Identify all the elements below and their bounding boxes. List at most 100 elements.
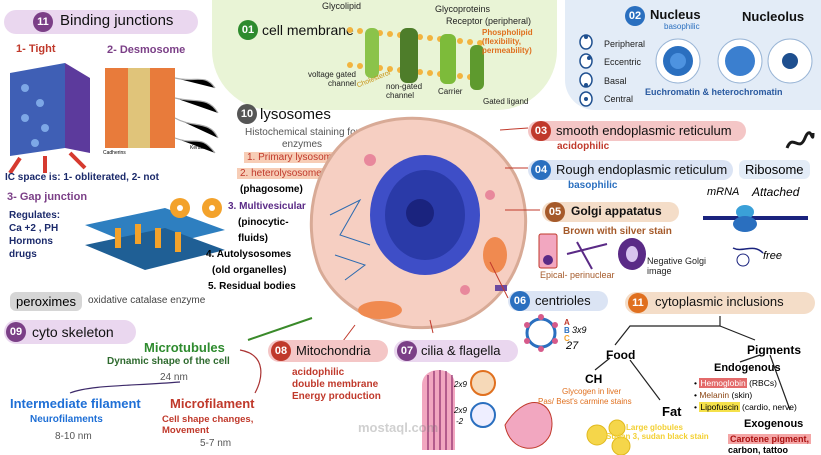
inclusions-glycogen: Glycogen in liver bbox=[562, 387, 622, 396]
golgi-images bbox=[538, 233, 646, 270]
ribosome-free: free bbox=[763, 250, 782, 262]
microtubules-size: 24 nm bbox=[160, 372, 188, 383]
intermediate-filament-size: 8-10 nm bbox=[55, 431, 92, 442]
golgi-epical: Epical- perinuclear bbox=[540, 270, 615, 280]
ribosome-mrna: mRNA bbox=[707, 186, 740, 198]
cilia-formula-2: 2x9 bbox=[454, 406, 467, 415]
inclusions-pigments: Pigments bbox=[747, 343, 802, 357]
centrioles-title: centrioles bbox=[535, 293, 591, 308]
nucleus-central: Central bbox=[604, 94, 634, 104]
ribosome-pill: Ribosome bbox=[739, 160, 810, 179]
nucleolus-title: Nucleolus bbox=[742, 9, 805, 24]
voltage-channel-label: voltage gated channel bbox=[307, 70, 356, 88]
phospholipid-label: Phospholipid (flexibility, permeability) bbox=[482, 28, 533, 55]
drugs-label: drugs bbox=[9, 249, 37, 260]
glycolipid-label: Glycolipid bbox=[322, 1, 362, 11]
lysosome-item-3-note-b: fluids) bbox=[238, 233, 268, 244]
inclusions-ch: CH bbox=[585, 372, 603, 386]
regulates-label: Regulates: bbox=[9, 210, 61, 221]
receptor-label: Receptor (peripheral) bbox=[446, 16, 532, 26]
membrane-number: 01 bbox=[238, 20, 258, 40]
intermediate-filament-desc: Neurofilaments bbox=[30, 414, 103, 425]
membrane-panel bbox=[212, 0, 557, 110]
ser-title: smooth endoplasmic reticulum bbox=[556, 123, 732, 138]
cilia-illustration bbox=[422, 370, 553, 450]
ribosome-title: Ribosome bbox=[745, 162, 804, 177]
inclusions-food: Food bbox=[606, 348, 636, 362]
centriole-illustration bbox=[524, 314, 558, 352]
lysosome-item-1: 1. Primary lysosome bbox=[244, 152, 341, 163]
hormons-label: Hormons bbox=[9, 236, 53, 247]
hemoglobin-label: Hemoglobin bbox=[699, 378, 747, 388]
centrioles-bar bbox=[508, 291, 608, 311]
nucleus-number: 02 bbox=[625, 6, 645, 26]
melanin-note: (skin) bbox=[729, 390, 753, 400]
mitochondria-membrane: double membrane bbox=[292, 379, 379, 390]
rer-sub: basophilic bbox=[568, 180, 618, 191]
tight-label: 1- Tight bbox=[16, 43, 56, 55]
golgi-negative: Negative Golgi image bbox=[647, 256, 707, 276]
gap-junction-label: 3- Gap junction bbox=[7, 191, 88, 203]
nucleus-title: Nucleus bbox=[650, 7, 701, 22]
tight-junction-illustration bbox=[8, 63, 90, 175]
golgi-stain: Brown with silver stain bbox=[563, 226, 672, 237]
ca-ph-label: Ca +2 , PH bbox=[9, 223, 59, 234]
cilia-title: cilia & flagella bbox=[421, 343, 501, 358]
inclusions-carotene: Carotene pigment, bbox=[728, 434, 812, 444]
ser-number: 03 bbox=[531, 121, 551, 141]
inclusions-melanin-row: • Melanin (skin) bbox=[694, 390, 753, 400]
microfilament-size: 5-7 nm bbox=[200, 438, 232, 449]
golgi-number: 05 bbox=[545, 202, 565, 222]
microfilament-desc: Cell shape changes, Movement bbox=[162, 414, 254, 436]
binding-title: Binding junctions bbox=[60, 12, 174, 29]
lysosome-item-5: 5. Residual bodies bbox=[208, 281, 296, 292]
desmosome-label: 2- Desmosome bbox=[107, 44, 186, 56]
lysosome-item-2: 2. heterolysosome bbox=[237, 168, 325, 179]
inclusions-endogenous: Endogenous bbox=[714, 362, 781, 374]
lipofuscin-label: Lipofuscin bbox=[699, 402, 740, 412]
lysosome-item-3-note-a: (pinocytic- bbox=[238, 217, 289, 228]
watermark: mostaql.com bbox=[358, 420, 439, 435]
inclusions-lipofuscin-row: • Lipofuscin (cardio, nerve) bbox=[694, 402, 797, 412]
lysosome-item-4: 4. Autolysosomes bbox=[206, 249, 292, 260]
mitochondria-title: Mitochondria bbox=[296, 343, 371, 358]
desmosome-illustration bbox=[105, 68, 219, 154]
inclusions-carbon: carbon, tattoo bbox=[728, 445, 788, 455]
nucleus-eccentric: Eccentric bbox=[604, 57, 642, 67]
cilia-formula-3: -2 bbox=[456, 417, 464, 426]
rer-number: 04 bbox=[531, 160, 551, 180]
centriole-letter-c: C bbox=[564, 334, 570, 343]
nongated-channel-label: non-gated channel bbox=[386, 82, 423, 100]
peroxisomes-desc: oxidative catalase enzyme bbox=[88, 295, 206, 306]
lysosomes-title: lysosomes bbox=[260, 106, 331, 123]
microtubules-desc: Dynamic shape of the cell bbox=[107, 356, 230, 367]
carrier-label: Carrier bbox=[438, 87, 463, 96]
fat-globules-illustration bbox=[586, 419, 631, 455]
membrane-illustration bbox=[347, 27, 484, 90]
lysosome-item-2-note: (phagosome) bbox=[240, 184, 303, 195]
ribosome-attached: Attached bbox=[752, 185, 800, 199]
hemoglobin-note: (RBCs) bbox=[746, 378, 777, 388]
lipofuscin-note: (cardio, nerve) bbox=[739, 402, 797, 412]
ribosome-illustration bbox=[703, 205, 808, 267]
inclusions-globules: Large globules bbox=[626, 423, 683, 432]
glycoproteins-label: Glycoproteins bbox=[435, 4, 491, 14]
centriole-letter-b: B bbox=[564, 326, 570, 335]
ser-icon bbox=[785, 131, 815, 149]
inclusions-hemoglobin-row: • Hemoglobin (RBCs) bbox=[694, 378, 777, 388]
mitochondria-number: 08 bbox=[271, 341, 291, 361]
microtubules-label: Microtubules bbox=[144, 340, 225, 355]
centrioles-number: 06 bbox=[510, 291, 530, 311]
melanin-label: Melanin bbox=[699, 390, 730, 400]
inclusions-fat: Fat bbox=[662, 404, 682, 419]
centriole-formula-1: 3x9 bbox=[572, 325, 587, 335]
inclusions-exogenous: Exogenous bbox=[744, 418, 804, 430]
rer-bar bbox=[528, 160, 733, 180]
cytoskeleton-number: 09 bbox=[6, 322, 26, 342]
gated-ligand-label: Gated ligand bbox=[483, 97, 529, 106]
peroxisomes-pill: peroximes bbox=[10, 292, 82, 311]
nucleus-peripheral: Peripheral bbox=[604, 39, 646, 49]
